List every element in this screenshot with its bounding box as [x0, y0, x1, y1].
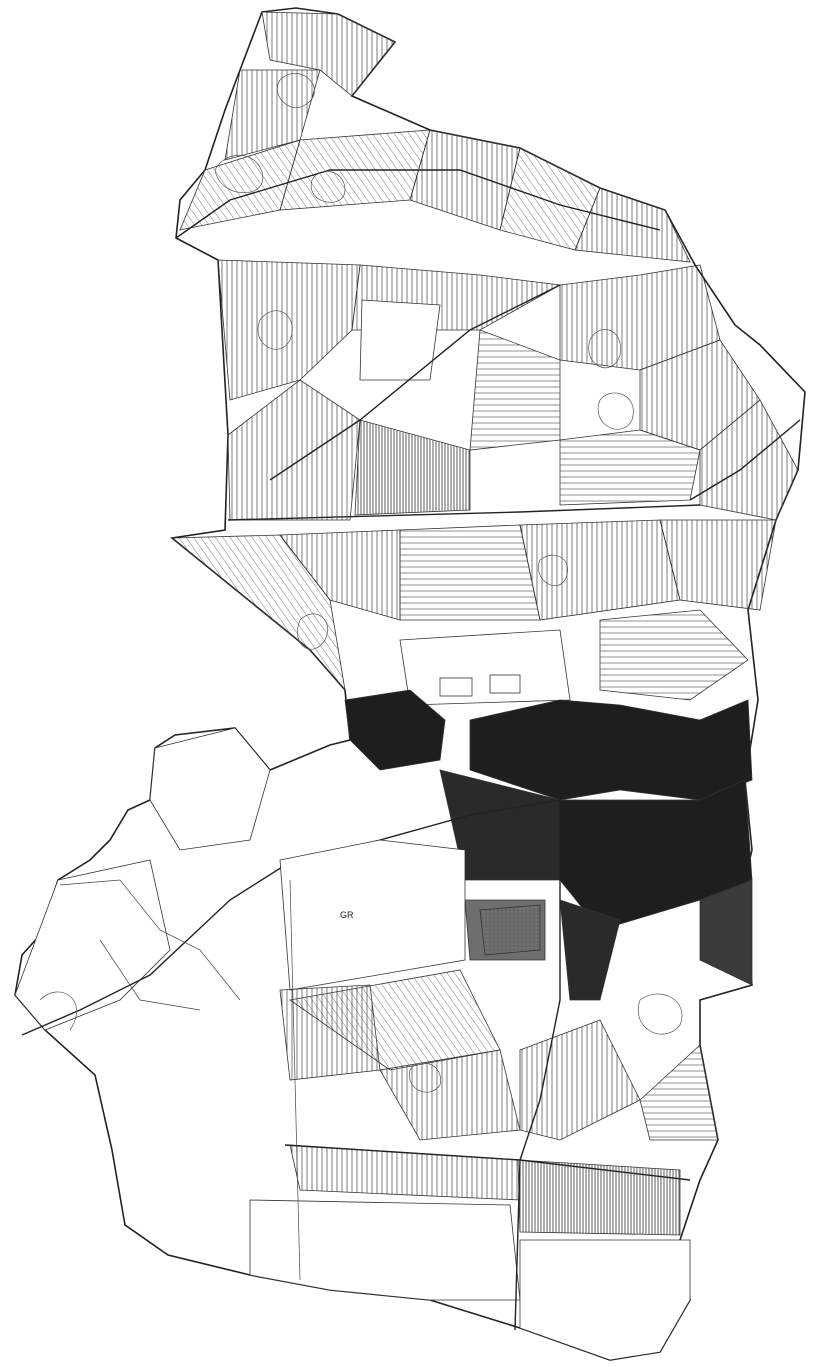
town-center-dense: [344, 689, 753, 1001]
central-south-parcels: [249, 800, 719, 1361]
block-label: GR: [340, 910, 354, 920]
middle-parcels: [170, 519, 777, 706]
north-parcels: [175, 11, 691, 263]
west-lobe: [14, 727, 561, 1036]
upper-middle-parcels: [217, 259, 801, 521]
